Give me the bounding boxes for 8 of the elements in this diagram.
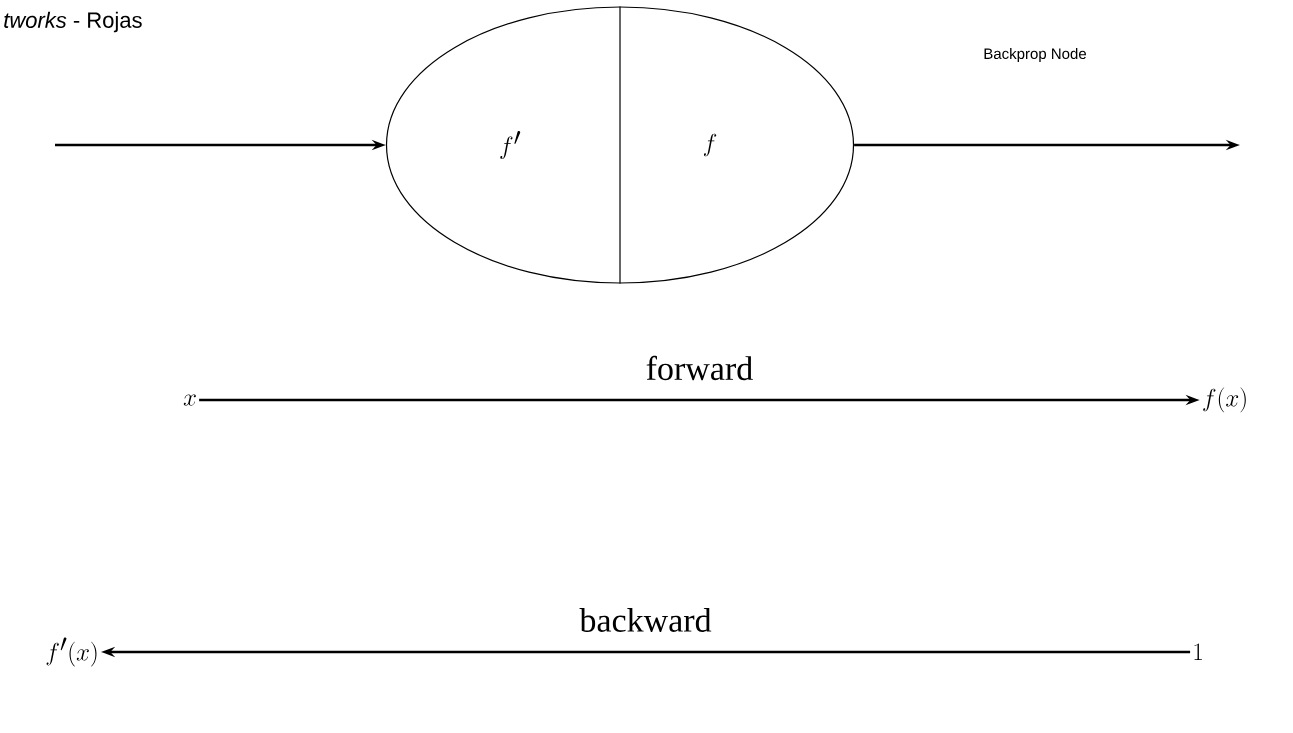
edge-label: backward	[577, 606, 714, 634]
math-term: $x$	[183, 394, 196, 406]
node-caption: Backprop Node	[984, 48, 1086, 62]
math-term: $1$	[1194, 643, 1202, 660]
math-term: $f(x)$	[1203, 387, 1246, 413]
math-term: $f'(x)$	[46, 637, 97, 667]
edge-label: forward	[643, 353, 756, 383]
citation-text: tworks - Rojas	[4, 11, 142, 33]
